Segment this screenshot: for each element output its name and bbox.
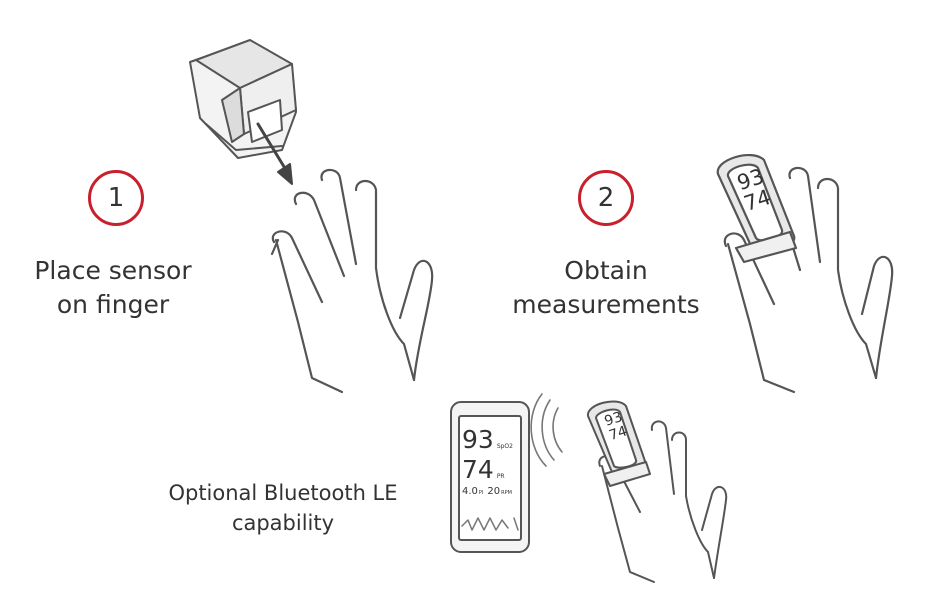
arrow-icon: [256, 122, 293, 185]
finger-clip-sensor-icon: [716, 154, 798, 264]
wireless-signal-icon: [530, 393, 563, 467]
phone-pr-unit: PR: [496, 473, 505, 480]
step-2-label-line1: Obtain: [564, 256, 648, 285]
step-2-number: 2: [597, 183, 615, 213]
finger-clip-sensor-icon: [587, 400, 651, 487]
phone-pr-value: 74: [462, 455, 494, 484]
phone-spo2-value: 93: [462, 425, 494, 454]
hand-icon: [598, 420, 728, 583]
finger-clip-sensor-icon: [189, 39, 297, 159]
phone-spo2-unit: SpO2: [496, 443, 513, 450]
step-2-label-line2: measurements: [512, 290, 700, 319]
phone-secondary-row: 4.0 PI 20 RPM: [462, 486, 520, 497]
step-1-number: 1: [107, 183, 125, 213]
phone-rr-value: 20: [487, 486, 501, 497]
step-1-badge: 1: [88, 170, 144, 226]
step-1-label: Place sensor on finger: [18, 254, 208, 322]
smartphone-icon: [450, 401, 530, 553]
hand-icon: [270, 168, 434, 394]
phone-pi-unit: PI: [478, 490, 484, 496]
hand-icon: [723, 166, 894, 394]
step-1-label-line2: on finger: [56, 290, 170, 319]
optional-label-line2: capability: [231, 511, 335, 535]
phone-pi-value: 4.0: [462, 486, 478, 497]
step-1-label-line1: Place sensor: [34, 256, 192, 285]
optional-label: Optional Bluetooth LE capability: [138, 478, 428, 538]
optional-label-line1: Optional Bluetooth LE: [168, 481, 398, 505]
phone-pr-row: 74 PR: [462, 456, 520, 484]
phone-spo2-row: 93 SpO2: [462, 426, 520, 454]
phone-screen: 93 SpO2 74 PR 4.0 PI 20 RPM: [462, 426, 520, 498]
step-2-label: Obtain measurements: [500, 254, 712, 322]
step-2-badge: 2: [578, 170, 634, 226]
phone-rr-unit: RPM: [501, 490, 512, 496]
